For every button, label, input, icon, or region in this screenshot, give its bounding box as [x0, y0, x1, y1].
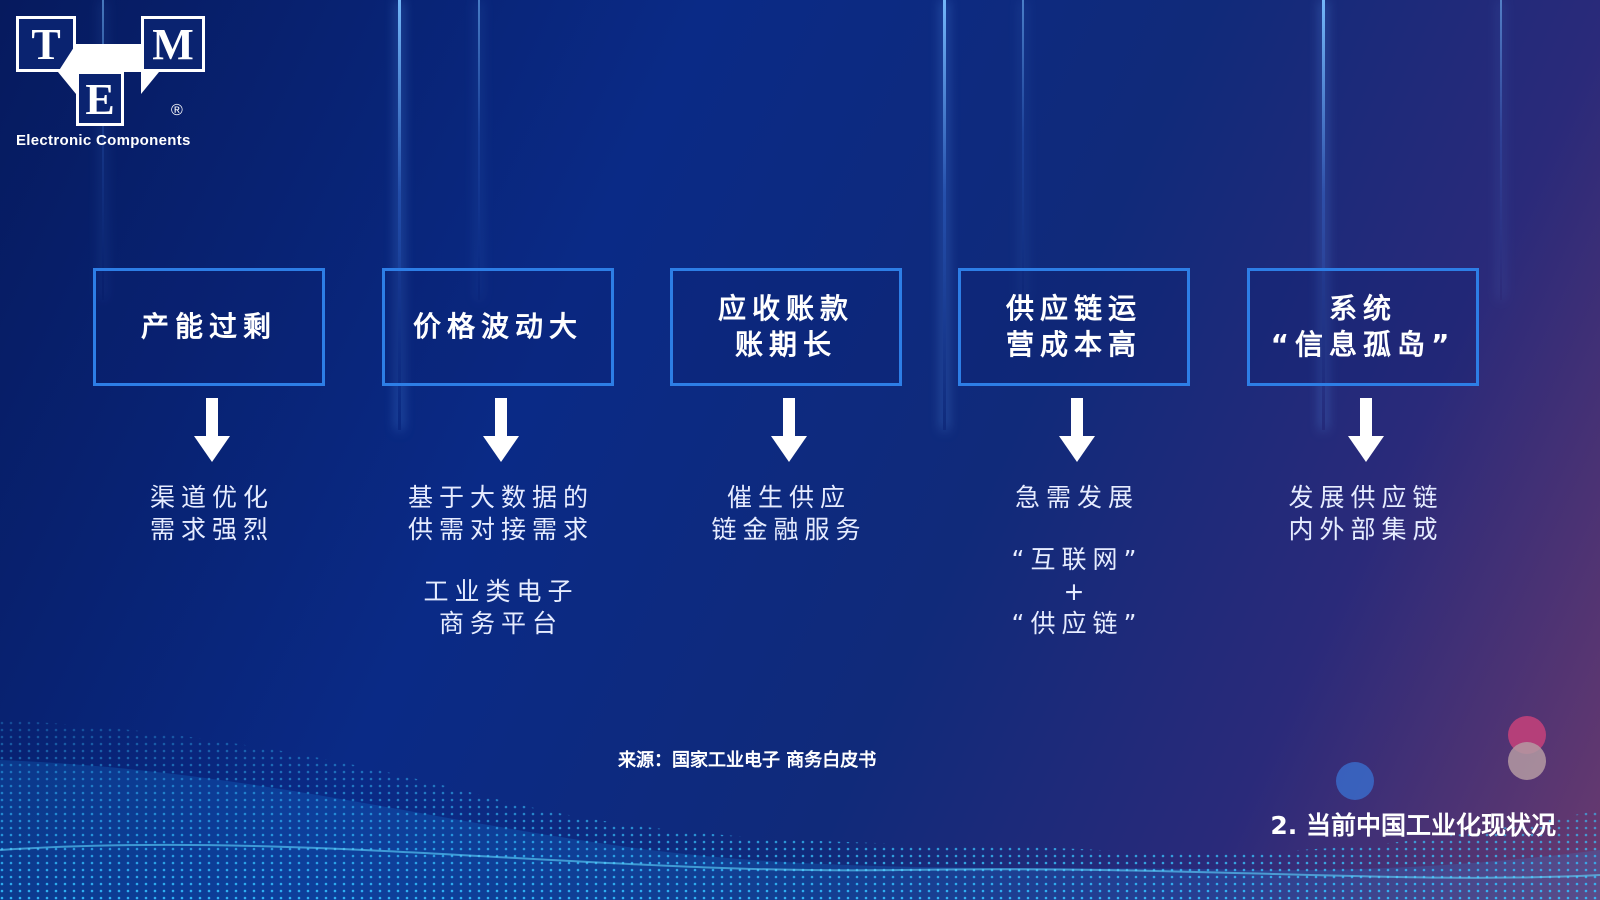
solution-text: 基于大数据的 供需对接需求 工业类电子 商务平台: [382, 482, 620, 640]
solution-text: 渠道优化 需求强烈: [93, 482, 331, 546]
solution-line: 内外部集成: [1288, 515, 1444, 544]
svg-text:E: E: [85, 75, 114, 124]
tem-logo: T M E: [16, 16, 205, 126]
svg-text:M: M: [152, 20, 194, 69]
issue-box: 供应链运 营成本高: [958, 268, 1190, 386]
solution-line: 需求强烈: [149, 515, 274, 544]
decorative-dot: [1336, 762, 1374, 800]
issue-box-line: 账期长: [734, 328, 837, 361]
decorative-dot: [1508, 742, 1546, 780]
solution-line: “互联网”: [1011, 545, 1143, 574]
light-beam: [943, 0, 946, 430]
source-note: 来源：国家工业电子 商务白皮书: [618, 750, 877, 771]
solution-line: 急需发展: [1014, 483, 1139, 512]
light-beam: [398, 0, 401, 430]
issue-column-3: 应收账款 账期长 催生供应 链金融服务: [670, 268, 908, 546]
solution-line: “供应链”: [1011, 609, 1143, 638]
issue-box-line: 供应链运: [1005, 292, 1142, 325]
particle-wave: [0, 720, 1600, 900]
issue-box: 系统 “信息孤岛”: [1247, 268, 1479, 386]
issue-box-line: 应收账款: [717, 292, 854, 325]
issue-box: 价格波动大: [382, 268, 614, 386]
issue-box-line: 价格波动大: [412, 310, 583, 343]
issue-column-2: 价格波动大 基于大数据的 供需对接需求 工业类电子 商务平台: [382, 268, 620, 640]
solution-text: 发展供应链 内外部集成: [1247, 482, 1485, 546]
light-beam: [478, 0, 480, 300]
solution-line: 供需对接需求: [407, 515, 594, 544]
solution-line: 工业类电子: [423, 577, 579, 606]
solution-text: 急需发展 “互联网” + “供应链”: [958, 482, 1196, 640]
issue-column-4: 供应链运 营成本高 急需发展 “互联网” + “供应链”: [958, 268, 1196, 640]
issue-column-5: 系统 “信息孤岛” 发展供应链 内外部集成: [1247, 268, 1485, 546]
light-beam: [102, 0, 104, 300]
issue-box-line: 营成本高: [1005, 328, 1142, 361]
down-arrow-icon: [1348, 398, 1384, 462]
issue-box: 产能过剩: [93, 268, 325, 386]
solution-line: +: [1063, 577, 1091, 606]
issue-column-1: 产能过剩 渠道优化 需求强烈: [93, 268, 331, 546]
down-arrow-icon: [483, 398, 519, 462]
solution-line: 催生供应: [726, 483, 851, 512]
issue-box: 应收账款 账期长: [670, 268, 902, 386]
logo-tagline: Electronic Components: [16, 132, 191, 149]
registered-mark: ®: [171, 102, 183, 119]
solution-line: 链金融服务: [711, 515, 867, 544]
down-arrow-icon: [1059, 398, 1095, 462]
issue-box-line: “信息孤岛”: [1270, 328, 1456, 361]
solution-line: 渠道优化: [149, 483, 274, 512]
solution-line: 发展供应链: [1288, 483, 1444, 512]
light-beam: [1322, 0, 1325, 430]
section-title: 2. 当前中国工业化现状况: [1270, 811, 1556, 840]
svg-text:T: T: [31, 20, 60, 69]
light-beam: [1500, 0, 1502, 300]
solution-line: 商务平台: [438, 609, 563, 638]
down-arrow-icon: [771, 398, 807, 462]
down-arrow-icon: [194, 398, 230, 462]
solution-text: 催生供应 链金融服务: [670, 482, 908, 546]
issue-box-line: 系统: [1328, 292, 1397, 325]
solution-line: 基于大数据的: [407, 483, 594, 512]
issue-box-line: 产能过剩: [140, 310, 277, 343]
light-beam: [1022, 0, 1024, 300]
